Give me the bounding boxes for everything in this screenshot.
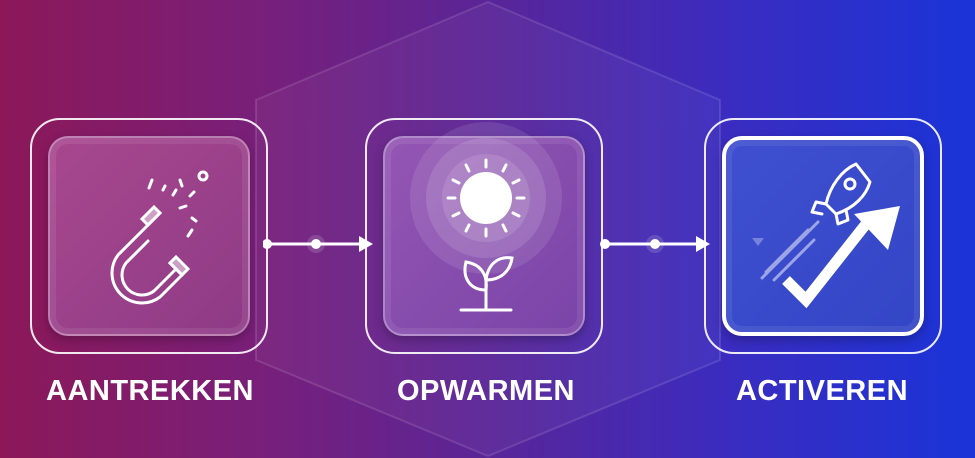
sun-sprout-icon	[410, 122, 562, 312]
step-label-activate: ACTIVEREN	[735, 375, 909, 407]
step-frame	[30, 118, 268, 354]
step-panel	[383, 136, 585, 336]
step-warm-up	[365, 118, 603, 354]
step-attract	[30, 118, 268, 354]
connector-arrow-2	[600, 235, 710, 253]
connector-arrow-1	[263, 235, 373, 253]
rocket-check-icon	[752, 162, 900, 309]
step-label-attract: AANTREKKEN	[46, 375, 254, 407]
step-frame	[704, 118, 942, 354]
magnet-icon	[110, 170, 209, 305]
step-activate	[704, 118, 942, 354]
step-label-warm-up: OPWARMEN	[397, 375, 575, 407]
step-frame	[365, 118, 603, 354]
